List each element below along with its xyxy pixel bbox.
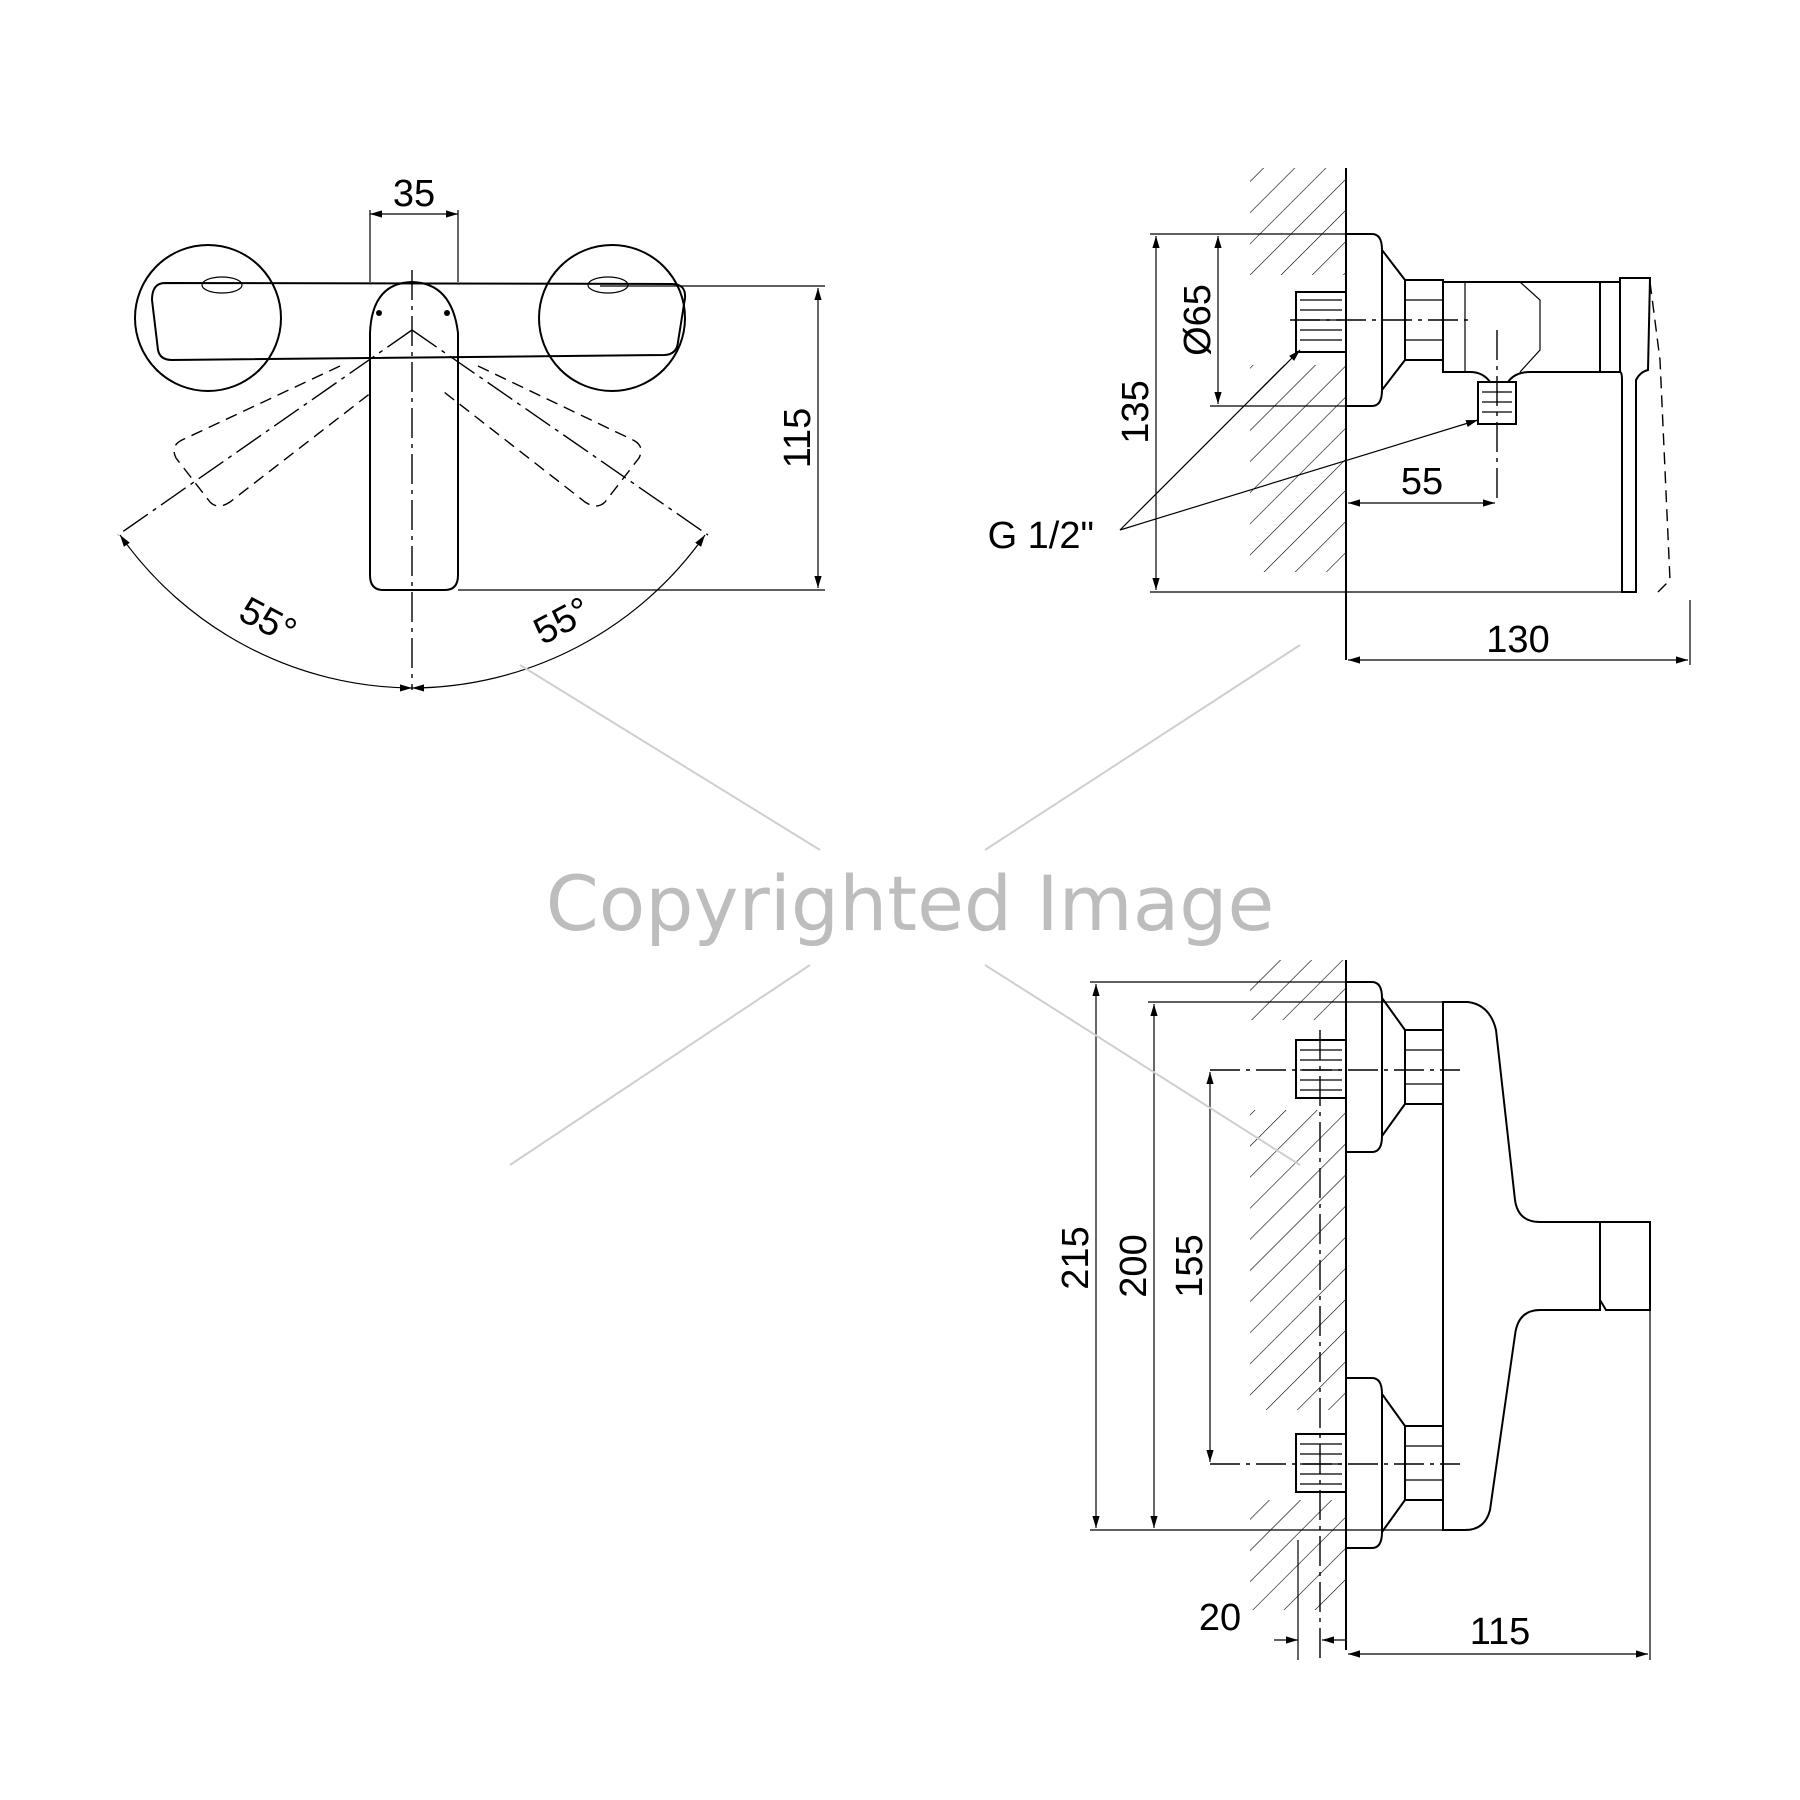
dim-projection-115: 115: [1470, 1611, 1531, 1653]
side-view: Ø65 135 55 130 G 1/2": [988, 168, 1691, 665]
thread-label: G 1/2": [988, 515, 1094, 557]
dim-height-135: 135: [1115, 380, 1157, 443]
handle-rotated-left: [173, 365, 373, 507]
wall-hatch-lower: [1250, 365, 1346, 572]
top-body: [1442, 1001, 1601, 1531]
wall-hatch-upper: [1250, 168, 1346, 275]
dim-depth-130: 130: [1486, 619, 1549, 661]
right-flange: [538, 244, 686, 392]
angle-right-55: 55°: [527, 589, 597, 653]
left-flange: [134, 244, 282, 392]
front-view: 35 115 55° 55°: [117, 173, 825, 692]
side-body: [1442, 281, 1601, 383]
dim-diameter-65: Ø65: [1177, 284, 1219, 356]
wall-hatch-a: [1250, 960, 1346, 1020]
dim-overall-215: 215: [1055, 1226, 1097, 1289]
dim-body-200: 200: [1113, 1234, 1155, 1297]
handle-rotated-right: [443, 365, 642, 507]
dim-outlet-55: 55: [1401, 461, 1443, 503]
dim-eccentric-20: 20: [1199, 1597, 1241, 1639]
dim-centers-155: 155: [1169, 1234, 1211, 1297]
handle-lever: [369, 280, 459, 591]
mixer-body: [150, 281, 687, 362]
wall-hatch-b: [1250, 1110, 1346, 1410]
top-handle: [1599, 1221, 1651, 1311]
dim-width-35: 35: [393, 173, 435, 215]
side-lever: [1619, 277, 1652, 593]
watermark: Copyrighted Image: [509, 644, 1301, 1166]
top-view: 215 200 155 20 115: [1055, 960, 1651, 1660]
dim-height-115: 115: [777, 408, 819, 469]
watermark-text: Copyrighted Image: [546, 859, 1275, 948]
